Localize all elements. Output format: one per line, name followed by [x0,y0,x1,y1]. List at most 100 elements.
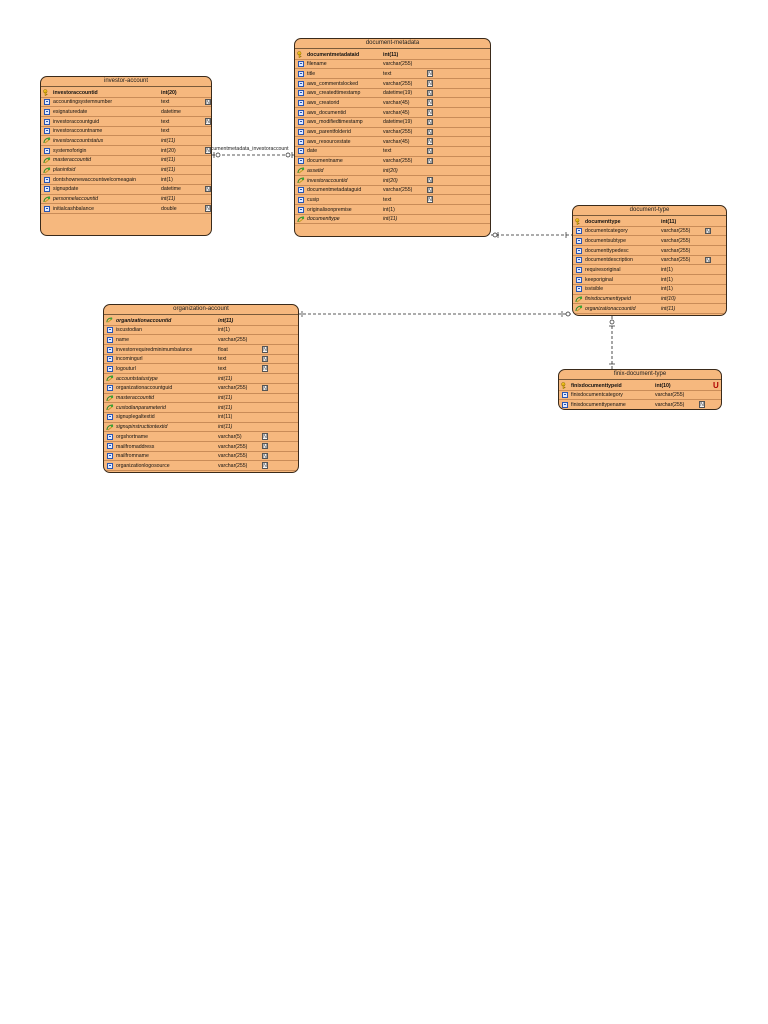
foreign-key-icon [297,177,305,184]
column-type: int(1) [218,327,230,334]
column-icon [576,237,582,244]
not-null-icon: N [705,256,711,264]
entity-title: document-type [573,206,726,216]
column-icon [107,433,113,440]
column-type: varchar(255) [661,247,691,254]
column-icon [576,228,582,235]
column-type: int(1) [661,286,673,293]
column-name: logouturl [116,366,136,373]
column-type: int(11) [218,395,233,402]
column-type: varchar(255) [383,80,413,87]
foreign-key-icon [106,395,114,402]
column-name: title [307,70,316,77]
entity-column-row[interactable]: organizationaccountid int(11) [573,304,726,314]
column-name: organizationaccountid [585,305,636,312]
column-type: varchar(45) [383,138,410,145]
column-icon [107,414,113,421]
column-type: varchar(255) [218,462,248,469]
column-type: int(11) [661,305,676,312]
not-null-icon: N [427,147,433,155]
column-type: varchar(45) [383,100,410,107]
column-type: varchar(255) [655,401,685,408]
column-name: orgshortname [116,433,149,440]
column-type: text [161,118,170,125]
column-type: varchar(255) [661,257,691,264]
entity-organization-account[interactable]: organization-account organizationaccount… [103,304,299,473]
column-icon [298,196,304,203]
entity-title: organization-account [104,305,298,315]
not-null-icon: N [427,109,433,117]
foreign-key-icon [106,404,114,411]
column-type: int(11) [218,375,233,382]
foreign-key-icon [43,196,51,203]
not-null-icon: N [205,147,211,155]
not-null-icon: N [427,128,433,136]
column-icon [44,147,50,154]
column-type: int(1) [661,276,673,283]
